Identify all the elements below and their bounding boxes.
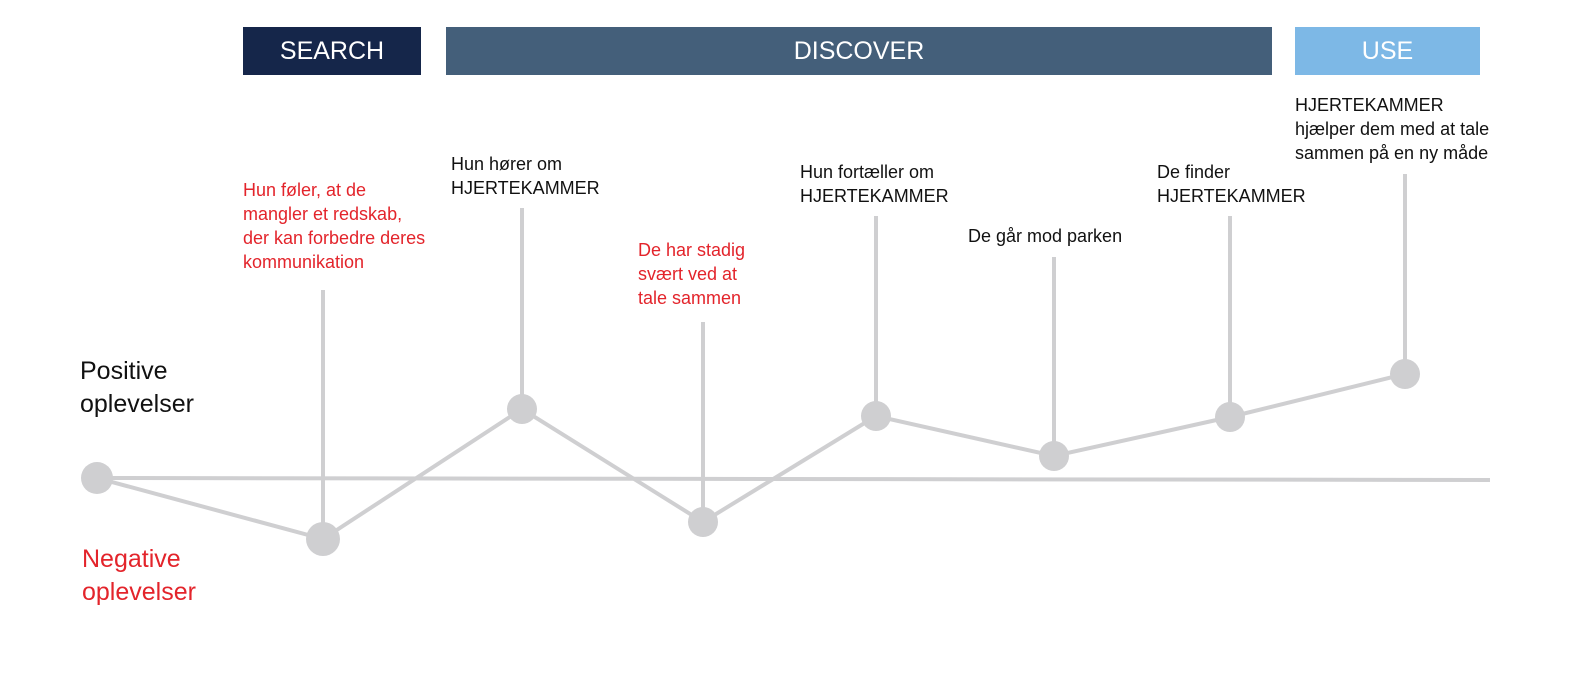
step-label-line: der kan forbedre deres xyxy=(243,228,426,248)
step-label-line: De finder xyxy=(1157,162,1231,182)
step-label-line: Hun føler, at de xyxy=(243,180,367,200)
positive-label-line2: oplevelser xyxy=(80,390,194,418)
positive-label-line1: Positive xyxy=(80,357,168,385)
step-label-line: De går mod parken xyxy=(968,226,1123,246)
phase-search: SEARCH xyxy=(243,27,421,75)
dots xyxy=(81,359,1420,556)
phase-use: USE xyxy=(1295,27,1480,75)
step-dot-s6 xyxy=(1215,402,1245,432)
step-label-s1: Hun føler, at de mangler et redskab, der k… xyxy=(243,178,425,274)
step-label-line: Hun hører om xyxy=(451,154,563,174)
step-label-line: HJERTEKAMMER xyxy=(451,178,600,198)
phase-discover: DISCOVER xyxy=(446,27,1272,75)
step-dot-start xyxy=(81,462,113,494)
step-label-s5: De går mod parken xyxy=(968,224,1122,248)
phase-discover-label: DISCOVER xyxy=(793,36,925,65)
stems xyxy=(321,174,1407,539)
step-dot-s5 xyxy=(1039,441,1069,471)
step-dot-s7 xyxy=(1390,359,1420,389)
step-label-line: svært ved at xyxy=(638,264,738,284)
negative-label-line2: oplevelser xyxy=(82,578,196,606)
phase-use-label: USE xyxy=(1361,36,1414,65)
journey-line xyxy=(96,372,1406,542)
step-label-line: HJERTEKAMMER xyxy=(1157,186,1306,206)
step-label-line: HJERTEKAMMER xyxy=(1295,95,1444,115)
step-dot-s1 xyxy=(306,522,340,556)
negative-label: Negative oplevelser xyxy=(82,543,196,609)
step-label-line: kommunikation xyxy=(243,252,365,272)
step-dot-s4 xyxy=(861,401,891,431)
step-label-s7: HJERTEKAMMER hjælper dem med at tale samme… xyxy=(1295,93,1489,165)
step-label-line: De har stadig xyxy=(638,240,746,260)
step-dot-s3 xyxy=(688,507,718,537)
positive-label: Positive oplevelser xyxy=(80,355,194,421)
step-label-line: hjælper dem med at tale xyxy=(1295,119,1490,139)
step-label-line: Hun fortæller om xyxy=(800,162,935,182)
step-label-s2: Hun hører om HJERTEKAMMER xyxy=(451,152,600,200)
step-label-s4: Hun fortæller om HJERTEKAMMER xyxy=(800,160,949,208)
negative-label-line1: Negative xyxy=(82,545,181,573)
step-dot-s2 xyxy=(507,394,537,424)
step-label-line: sammen på en ny måde xyxy=(1295,143,1489,163)
step-label-line: tale sammen xyxy=(638,288,742,308)
step-label-s3: De har stadig svært ved at tale sammen xyxy=(638,238,745,310)
phase-search-label: SEARCH xyxy=(279,36,385,65)
baseline xyxy=(96,476,1491,482)
step-label-line: mangler et redskab, xyxy=(243,204,403,224)
step-label-line: HJERTEKAMMER xyxy=(800,186,949,206)
